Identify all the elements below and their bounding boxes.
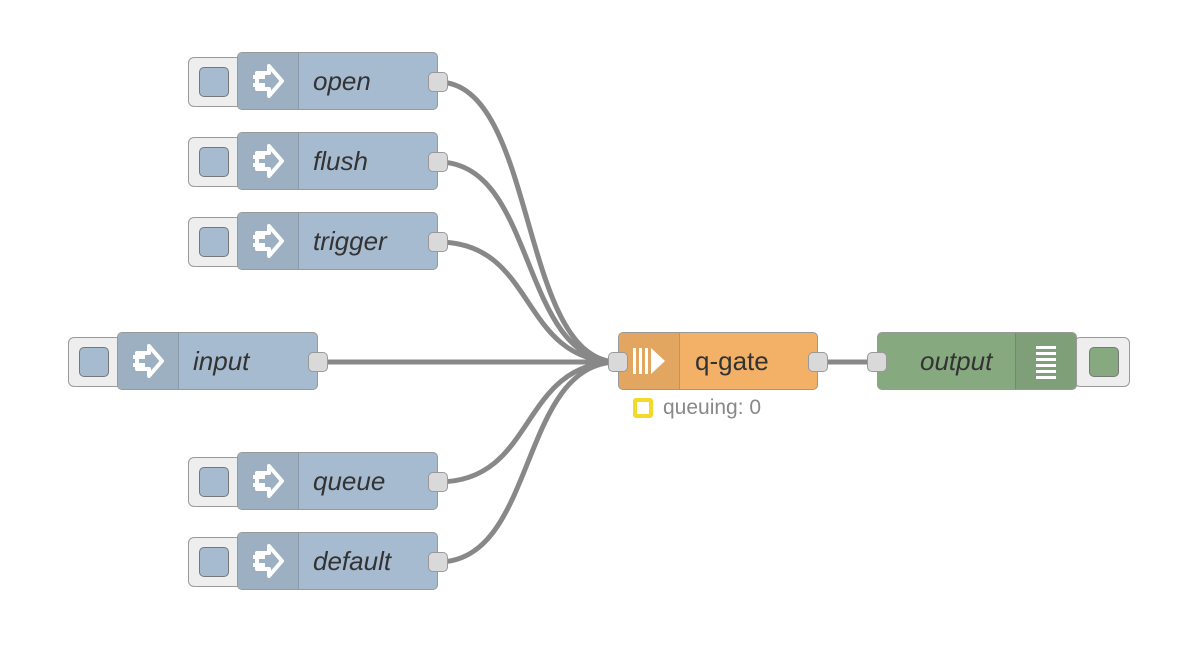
- inject-button-input[interactable]: [68, 337, 124, 387]
- inject-button-default[interactable]: [188, 537, 244, 587]
- inject-button-trigger[interactable]: [188, 217, 244, 267]
- inject-button-square[interactable]: [79, 347, 109, 377]
- output-port-trigger[interactable]: [428, 232, 448, 252]
- inject-button-square[interactable]: [199, 467, 229, 497]
- node-label-input: input: [193, 346, 250, 376]
- inject-button-flush[interactable]: [188, 137, 244, 187]
- node-label-flush: flush: [313, 146, 368, 176]
- wire-default-to-gate[interactable]: [435, 359, 621, 565]
- status-ring-icon: [633, 398, 653, 418]
- arrow-in-icon: [238, 453, 299, 509]
- output-port-queue[interactable]: [428, 472, 448, 492]
- output-port-open[interactable]: [428, 72, 448, 92]
- input-port-gate[interactable]: [608, 352, 628, 372]
- output-port-flush[interactable]: [428, 152, 448, 172]
- node-label-trigger: trigger: [313, 226, 387, 256]
- inject-button-open[interactable]: [188, 57, 244, 107]
- node-label-gate: q-gate: [695, 346, 769, 376]
- node-label-output: output: [920, 346, 993, 376]
- inject-button-square[interactable]: [199, 227, 229, 257]
- wire-open-to-gate[interactable]: [435, 79, 621, 365]
- gate-status-text: queuing: 0: [663, 396, 762, 419]
- arrow-in-icon: [238, 53, 299, 109]
- wire-queue-to-gate[interactable]: [435, 359, 621, 485]
- arrow-in-icon: [118, 333, 179, 389]
- input-port-output[interactable]: [867, 352, 887, 372]
- list-lines-icon: [1015, 333, 1076, 389]
- output-port-gate[interactable]: [808, 352, 828, 372]
- gate-status: queuing: 0: [633, 396, 761, 420]
- arrow-in-icon: [238, 133, 299, 189]
- wire-trigger-to-gate[interactable]: [435, 239, 621, 365]
- output-port-default[interactable]: [428, 552, 448, 572]
- wire-flush-to-gate[interactable]: [435, 159, 621, 365]
- debug-node-output[interactable]: output: [877, 332, 1077, 390]
- node-label-queue: queue: [313, 466, 386, 496]
- inject-node-queue[interactable]: queue: [237, 452, 438, 510]
- inject-node-input[interactable]: input: [117, 332, 318, 390]
- debug-toggle-square[interactable]: [1089, 347, 1119, 377]
- gate-node[interactable]: q-gate: [618, 332, 818, 390]
- inject-button-square[interactable]: [199, 67, 229, 97]
- arrow-in-icon: [238, 533, 299, 589]
- inject-node-flush[interactable]: flush: [237, 132, 438, 190]
- inject-node-default[interactable]: default: [237, 532, 438, 590]
- inject-node-trigger[interactable]: trigger: [237, 212, 438, 270]
- inject-button-square[interactable]: [199, 547, 229, 577]
- debug-toggle-output[interactable]: [1074, 337, 1130, 387]
- inject-node-open[interactable]: open: [237, 52, 438, 110]
- inject-button-square[interactable]: [199, 147, 229, 177]
- queue-gate-icon: [619, 333, 680, 389]
- node-label-default: default: [313, 546, 392, 576]
- arrow-in-icon: [238, 213, 299, 269]
- output-port-input[interactable]: [308, 352, 328, 372]
- inject-button-queue[interactable]: [188, 457, 244, 507]
- node-label-open: open: [313, 66, 371, 96]
